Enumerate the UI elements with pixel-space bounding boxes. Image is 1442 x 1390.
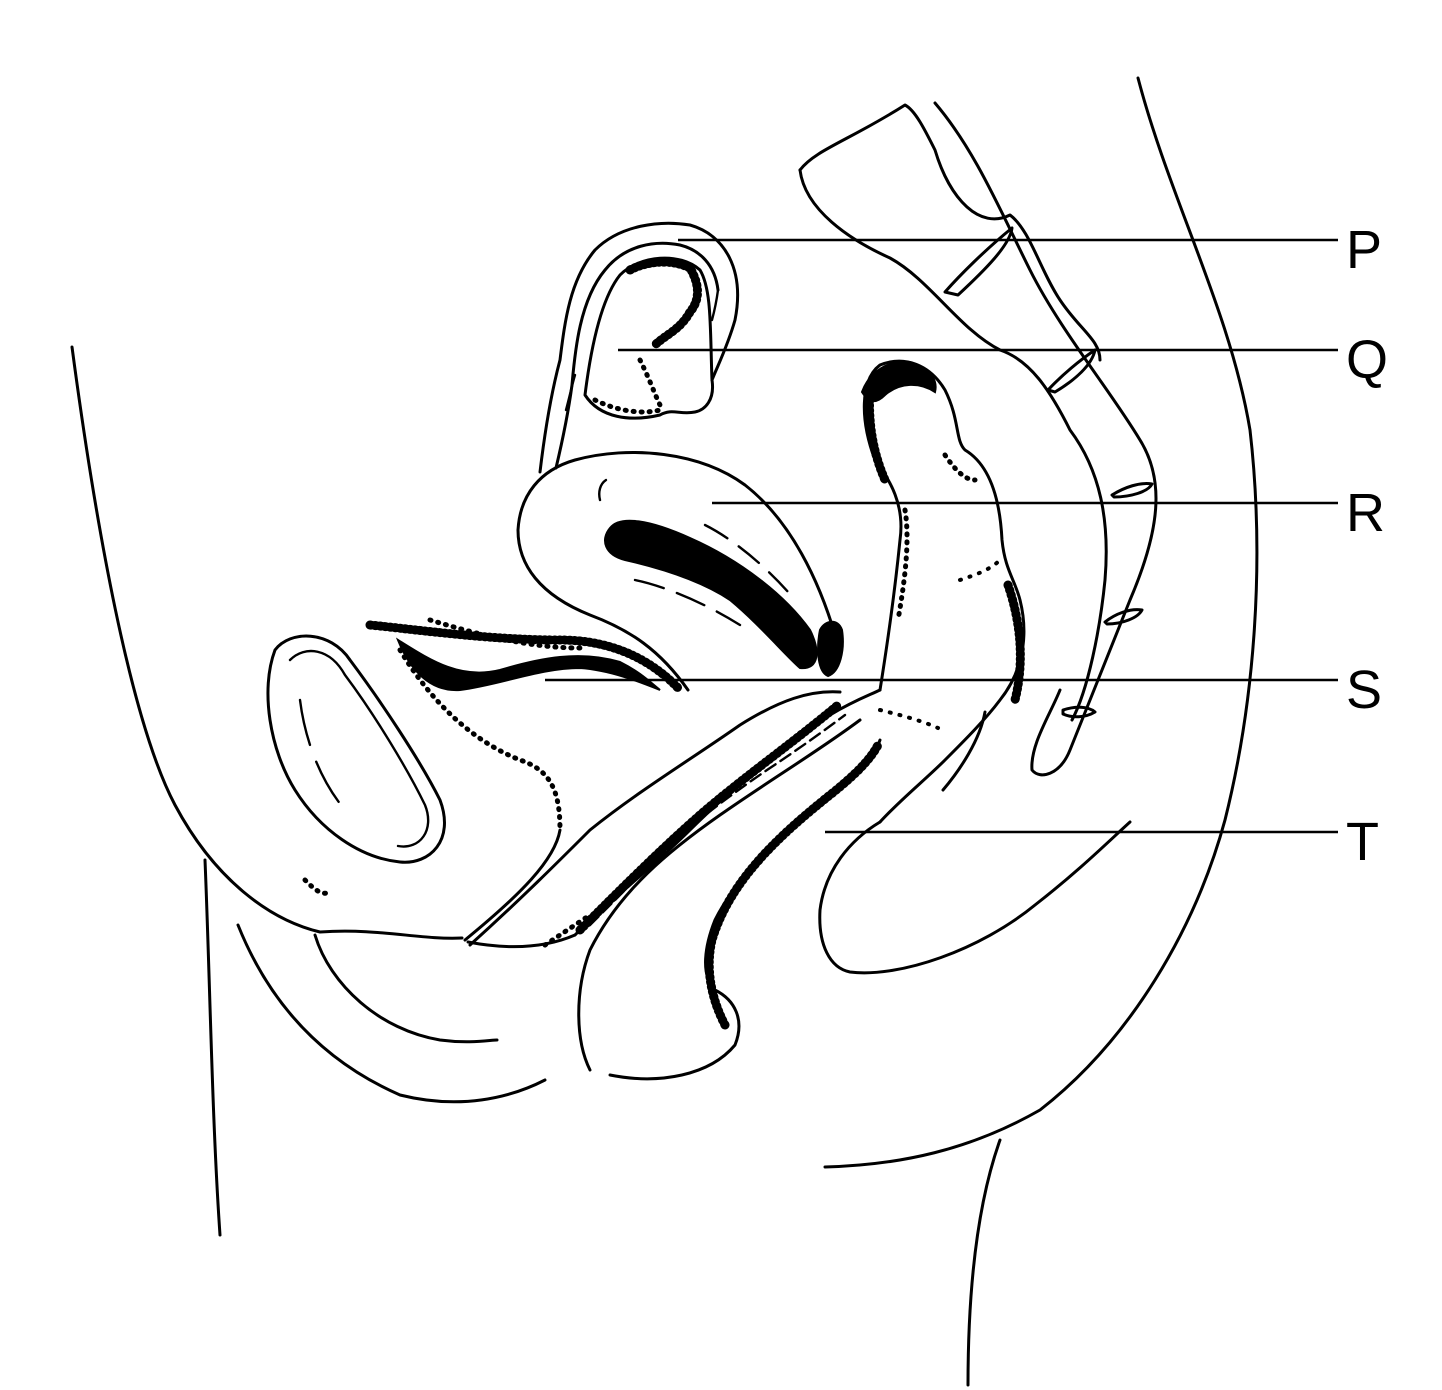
- uterus: [516, 451, 844, 692]
- uterine-tube: [538, 221, 740, 474]
- label-p: P: [1346, 220, 1382, 280]
- sacrum: [798, 101, 1158, 777]
- pubic-bone: [266, 634, 446, 896]
- label-q: Q: [1346, 330, 1388, 390]
- body-outline-back: [823, 76, 1259, 1387]
- bladder: [365, 617, 685, 949]
- rectum: [860, 359, 1026, 824]
- vagina: [468, 688, 882, 948]
- ovary: [583, 256, 715, 420]
- label-s: S: [1346, 660, 1382, 720]
- body-outline-front: [70, 345, 547, 1237]
- label-t: T: [1346, 812, 1379, 872]
- label-r: R: [1346, 483, 1385, 543]
- anal-canal: [577, 718, 883, 1081]
- labels: P Q R S T: [1346, 220, 1388, 872]
- posterior-loop: [818, 710, 1132, 975]
- leader-lines: [545, 238, 1338, 834]
